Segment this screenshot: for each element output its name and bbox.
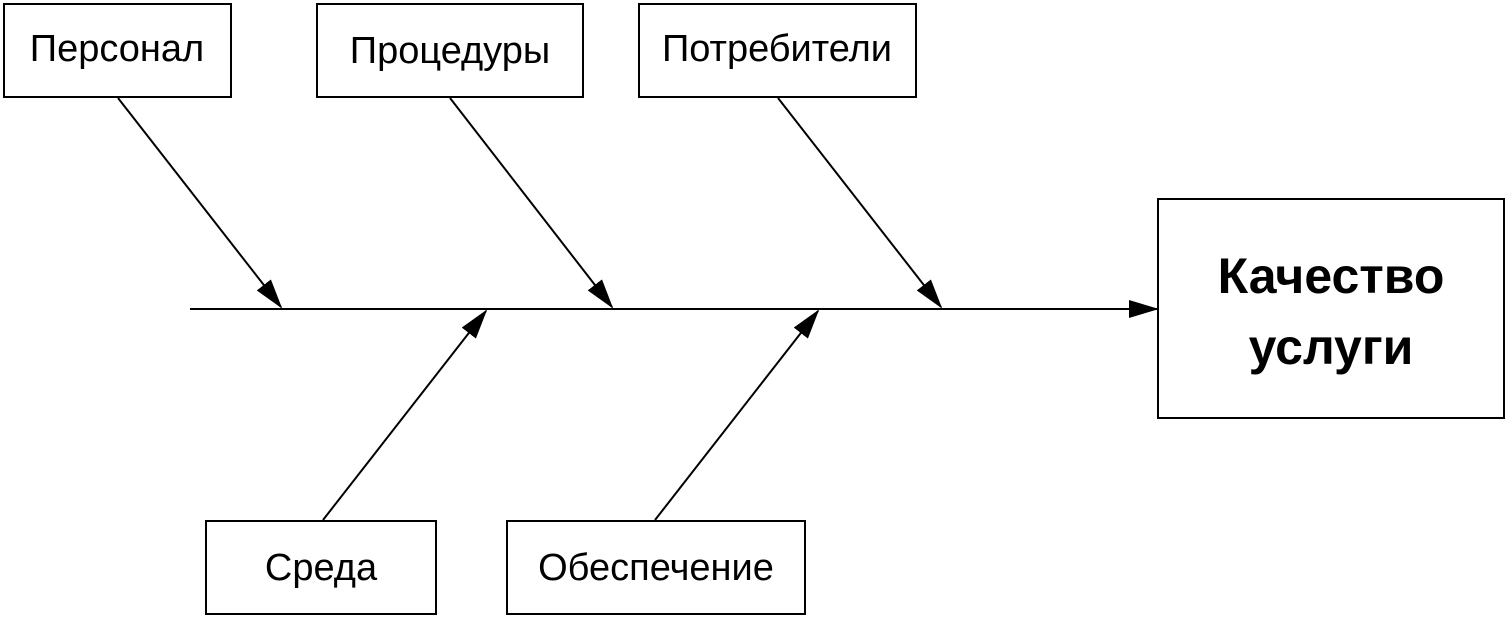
branch-arrow-environment <box>322 309 488 521</box>
effect-label-line1: Качество <box>1218 248 1445 304</box>
cause-box-consumers: Потребители <box>638 3 917 98</box>
cause-box-personnel: Персонал <box>3 3 232 98</box>
cause-label-personnel: Персонал <box>30 28 204 70</box>
branch-arrow-personnel <box>117 97 283 309</box>
effect-label-line2: услуги <box>1249 319 1414 375</box>
cause-box-provision: Обеспечение <box>506 520 806 615</box>
cause-box-environment: Среда <box>205 520 437 615</box>
cause-label-consumers: Потребители <box>662 28 892 70</box>
effect-box: Качество услуги <box>1157 198 1505 419</box>
cause-box-procedures: Процедуры <box>316 3 584 98</box>
branch-arrow-procedures <box>449 97 614 309</box>
cause-label-provision: Обеспечение <box>538 547 774 589</box>
cause-label-procedures: Процедуры <box>350 30 550 72</box>
cause-label-environment: Среда <box>265 547 378 589</box>
branch-arrow-consumers <box>777 97 943 309</box>
branch-arrow-provision <box>654 309 820 521</box>
